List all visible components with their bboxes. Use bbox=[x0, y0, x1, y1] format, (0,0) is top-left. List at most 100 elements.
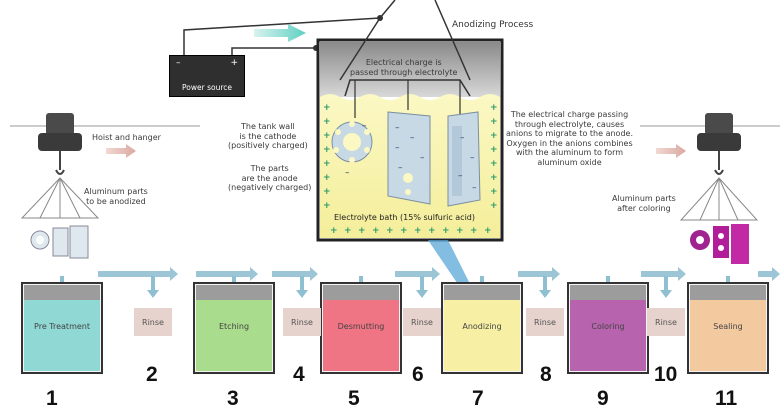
svg-text:+: + bbox=[490, 201, 498, 211]
svg-text:+: + bbox=[414, 226, 422, 236]
tank-label-desmutting: Desmutting bbox=[337, 322, 385, 331]
hoist-label: Hoist and hanger bbox=[92, 133, 161, 142]
flow-arrow-6 bbox=[641, 267, 686, 281]
down-arrow-6 bbox=[416, 276, 428, 298]
svg-text:+: + bbox=[323, 145, 331, 155]
svg-text:+: + bbox=[323, 159, 331, 169]
negative-terminal: – bbox=[176, 58, 181, 68]
flow-arrow-7 bbox=[758, 267, 780, 281]
tank-label-etching: Etching bbox=[218, 322, 250, 331]
step-number-8: 8 bbox=[540, 363, 552, 386]
svg-text:+: + bbox=[372, 226, 380, 236]
svg-text:+: + bbox=[344, 226, 352, 236]
svg-text:+: + bbox=[400, 226, 408, 236]
flow-arrow-2 bbox=[196, 267, 258, 281]
wire-negative bbox=[183, 17, 381, 56]
flow-arrow-4 bbox=[395, 267, 440, 281]
step-number-5: 5 bbox=[348, 387, 360, 410]
flow-arrow-5 bbox=[518, 267, 560, 281]
rinse-box-2: Rinse bbox=[134, 308, 172, 336]
svg-text:+: + bbox=[323, 117, 331, 127]
step-number-2: 2 bbox=[146, 363, 158, 386]
down-arrow-8 bbox=[539, 276, 551, 298]
svg-text:+: + bbox=[330, 226, 338, 236]
svg-text:+: + bbox=[323, 103, 331, 113]
flow-arrow-3 bbox=[272, 267, 318, 281]
tank-label-coloring: Coloring bbox=[591, 322, 625, 331]
positive-terminal: + bbox=[230, 58, 238, 68]
svg-text:+: + bbox=[442, 226, 450, 236]
svg-text:+: + bbox=[428, 226, 436, 236]
process-tank-2 bbox=[193, 282, 275, 374]
svg-text:+: + bbox=[490, 145, 498, 155]
process-tank-6 bbox=[687, 282, 769, 374]
svg-text:–: – bbox=[362, 121, 367, 131]
aluminum-parts-right-icon bbox=[690, 224, 749, 264]
flow-arrow-to-tank bbox=[254, 24, 306, 42]
hoist-left-icon bbox=[20, 113, 100, 219]
process-flow-arrows bbox=[56, 267, 780, 298]
svg-text:+: + bbox=[456, 226, 464, 236]
svg-text:+: + bbox=[358, 226, 366, 236]
svg-text:+: + bbox=[323, 131, 331, 141]
diagram-title: Anodizing Process bbox=[452, 20, 534, 30]
svg-text:+: + bbox=[323, 187, 331, 197]
power-source: – + Power source bbox=[169, 55, 245, 97]
svg-text:–: – bbox=[420, 153, 425, 163]
step-number-10: 10 bbox=[654, 363, 678, 386]
hoist-right-icon bbox=[679, 113, 759, 221]
bath-label: Electrolyte bath (15% sulfuric acid) bbox=[334, 213, 475, 222]
aluminum-parts-left-icon bbox=[30, 225, 89, 259]
svg-text:+: + bbox=[484, 226, 492, 236]
down-arrow-10 bbox=[660, 276, 672, 298]
svg-text:–: – bbox=[345, 168, 350, 178]
svg-text:–: – bbox=[395, 143, 400, 153]
svg-text:+: + bbox=[323, 201, 331, 211]
tank-label-pre-treatment: Pre Treatment bbox=[34, 322, 90, 331]
svg-text:–: – bbox=[398, 163, 403, 173]
svg-text:–: – bbox=[410, 133, 415, 143]
process-tank-5 bbox=[567, 282, 649, 374]
step-number-3: 3 bbox=[227, 387, 239, 410]
svg-text:+: + bbox=[490, 159, 498, 169]
step-number-11: 11 bbox=[715, 387, 738, 410]
svg-text:+: + bbox=[490, 103, 498, 113]
svg-text:–: – bbox=[472, 183, 477, 193]
svg-text:–: – bbox=[470, 153, 475, 163]
power-source-label: Power source bbox=[182, 83, 232, 92]
svg-text:+: + bbox=[490, 131, 498, 141]
down-arrow-4 bbox=[296, 276, 308, 298]
rinse-box-6: Rinse bbox=[403, 308, 441, 336]
rinse-box-4: Rinse bbox=[283, 308, 321, 336]
tank-label-sealing: Sealing bbox=[713, 322, 743, 331]
svg-text:+: + bbox=[490, 187, 498, 197]
flow-arrow-1 bbox=[98, 267, 178, 281]
hoist-direction-arrow-right bbox=[656, 144, 686, 158]
step-number-4: 4 bbox=[293, 363, 305, 386]
process-tank-1 bbox=[21, 282, 103, 374]
svg-text:+: + bbox=[490, 117, 498, 127]
process-tank-3 bbox=[320, 282, 402, 374]
rinse-box-8: Rinse bbox=[526, 308, 564, 336]
step-number-9: 9 bbox=[597, 387, 609, 410]
process-tank-4 bbox=[441, 282, 523, 374]
step-number-7: 7 bbox=[472, 387, 484, 410]
down-arrow-2 bbox=[147, 276, 159, 298]
step-number-1: 1 bbox=[46, 387, 58, 410]
rinse-box-10: Rinse bbox=[647, 308, 685, 336]
svg-text:+: + bbox=[323, 173, 331, 183]
svg-text:+: + bbox=[386, 226, 394, 236]
svg-text:+: + bbox=[490, 173, 498, 183]
step-number-6: 6 bbox=[412, 363, 424, 386]
hoist-direction-arrow-left bbox=[106, 144, 136, 158]
svg-text:–: – bbox=[395, 123, 400, 133]
wire-positive bbox=[231, 47, 316, 56]
tank-label-anodizing: Anodizing bbox=[462, 322, 502, 331]
